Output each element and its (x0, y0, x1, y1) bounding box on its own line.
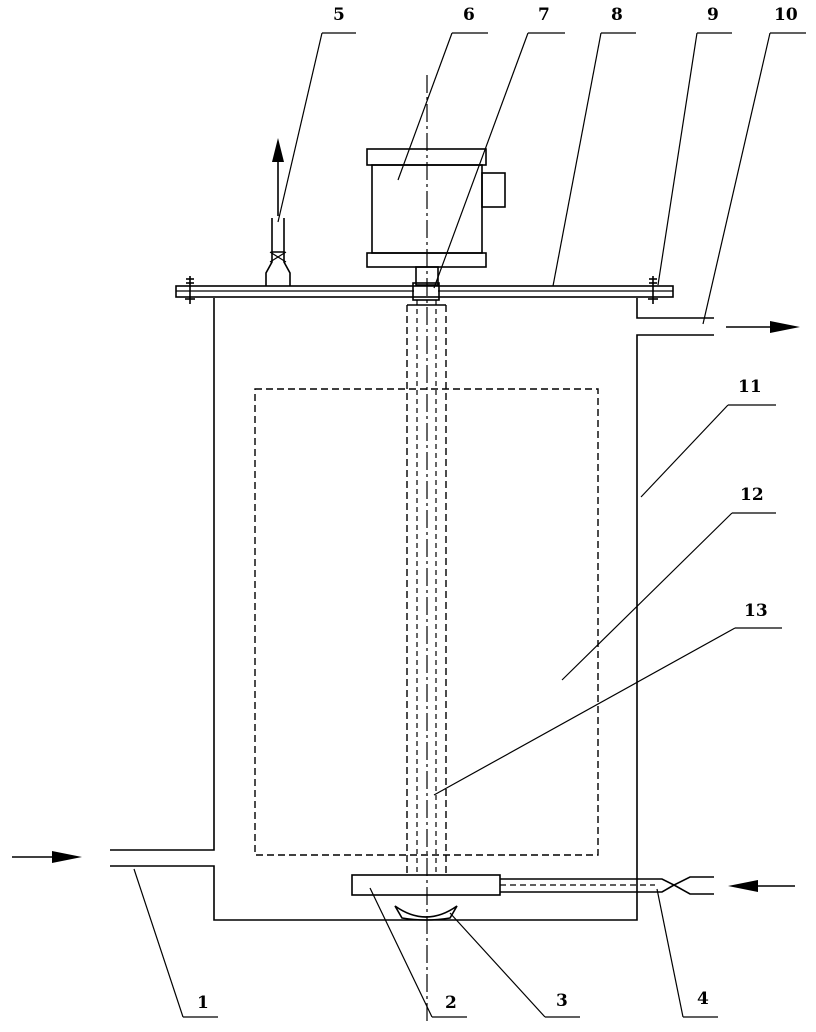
label-4: 4 (697, 989, 709, 1009)
distributor (351, 874, 501, 896)
coupling (412, 282, 440, 301)
gas-pipe (500, 876, 714, 895)
inlet-arrow-left (12, 851, 82, 863)
label-12: 12 (740, 485, 764, 505)
bottom-bearing (394, 905, 458, 921)
label-8: 8 (611, 5, 623, 25)
gas-inlet-arrow (728, 880, 795, 892)
label-1: 1 (197, 993, 209, 1013)
exhaust-valve (265, 138, 291, 286)
bolt-left (185, 276, 195, 304)
leader-lines (133, 32, 806, 1018)
label-10: 10 (774, 5, 798, 25)
label-9: 9 (707, 5, 719, 25)
label-6: 6 (463, 5, 475, 25)
lid-plate (175, 285, 674, 298)
outlet-arrow-right (726, 321, 800, 333)
shaft (406, 300, 447, 875)
label-11: 11 (738, 377, 762, 397)
label-3: 3 (556, 991, 568, 1011)
vessel-body (110, 298, 714, 921)
bolt-right (648, 276, 658, 304)
label-13: 13 (744, 601, 768, 621)
motor (366, 148, 506, 286)
label-7: 7 (538, 5, 550, 25)
label-2: 2 (445, 993, 457, 1013)
label-5: 5 (333, 5, 345, 25)
